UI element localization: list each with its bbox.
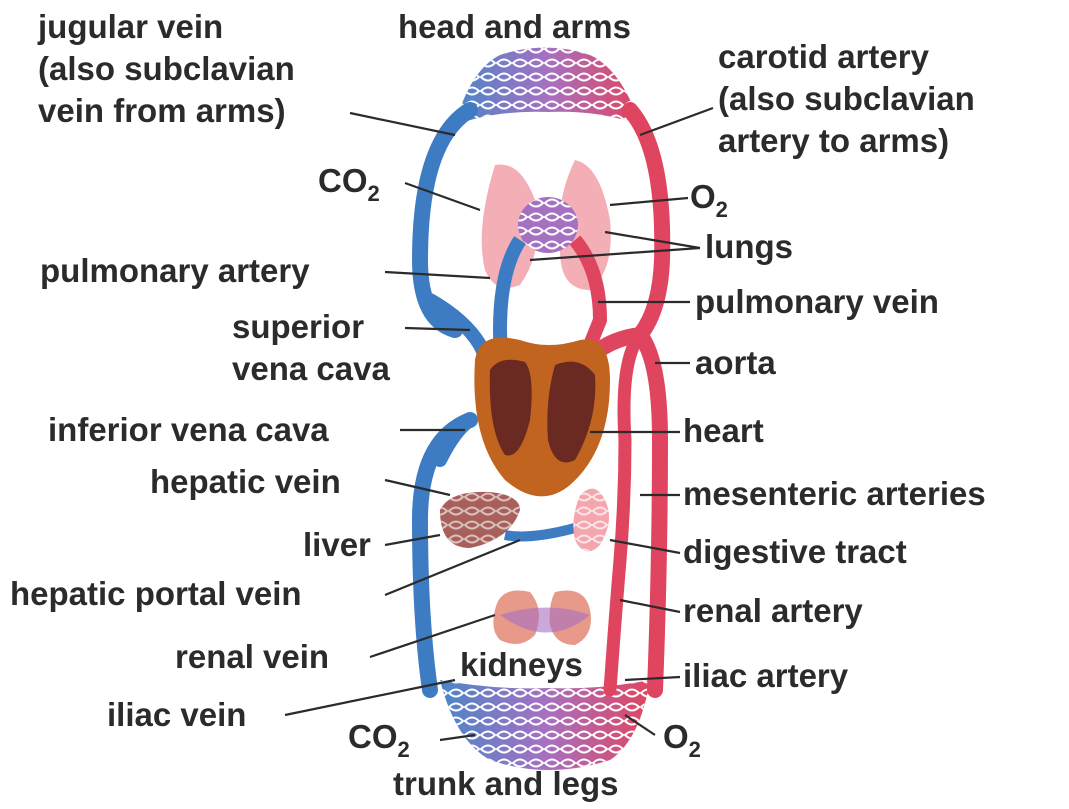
inferior-vena-cava-label: inferior vena cava xyxy=(48,411,329,449)
o2-bottom-label: O2 xyxy=(663,718,701,760)
aorta-label: aorta xyxy=(695,344,776,382)
heart-label: heart xyxy=(683,412,764,450)
renal-artery-label: renal artery xyxy=(683,592,863,630)
co2-bottom-label: CO2 xyxy=(348,718,410,760)
hepatic-vein-label: hepatic vein xyxy=(150,463,341,501)
trunk-legs-capillary-bed xyxy=(440,680,650,770)
pulmonary-vein-label: pulmonary vein xyxy=(695,283,939,321)
inner-artery-loop xyxy=(610,335,640,690)
kidneys-label: kidneys xyxy=(460,646,583,684)
head-and-arms-label: head and arms xyxy=(398,8,631,46)
superior-vena-cava-label-line-1: superior xyxy=(232,308,364,346)
jugular-vein-label-line-2: (also subclavian xyxy=(38,50,295,88)
o2-top-label: O2 xyxy=(690,178,728,220)
jugular-vein-label-line-1: jugular vein xyxy=(38,8,223,46)
carotid-artery-label-line-2: (also subclavian xyxy=(718,80,975,118)
trunk-and-legs-label: trunk and legs xyxy=(393,765,619,803)
heart-organ xyxy=(474,338,610,497)
jugular-vein-label-line-3: vein from arms) xyxy=(38,92,286,130)
carotid-artery-label-line-1: carotid artery xyxy=(718,38,929,76)
lungs-label: lungs xyxy=(705,228,793,266)
superior-vena-cava-label-line-2: vena cava xyxy=(232,350,390,388)
digestive-tract-organ xyxy=(573,489,609,552)
co2-top-label: CO2 xyxy=(318,162,380,204)
iliac-vein-label: iliac vein xyxy=(107,696,246,734)
carotid-artery-label-line-3: artery to arms) xyxy=(718,122,949,160)
mesenteric-arteries-label: mesenteric arteries xyxy=(683,475,986,513)
hepatic-portal-vessel xyxy=(505,528,575,536)
hepatic-portal-vein-label: hepatic portal vein xyxy=(10,575,302,613)
renal-vein-label: renal vein xyxy=(175,638,329,676)
pulmonary-artery-label: pulmonary artery xyxy=(40,252,310,290)
digestive-tract-label: digestive tract xyxy=(683,533,907,571)
liver-label: liver xyxy=(303,526,371,564)
head-arms-capillary-bed xyxy=(455,48,640,126)
iliac-artery-label: iliac artery xyxy=(683,657,848,695)
inferior-vena-cava-vessel xyxy=(440,420,470,460)
kidneys-organ xyxy=(493,590,591,645)
